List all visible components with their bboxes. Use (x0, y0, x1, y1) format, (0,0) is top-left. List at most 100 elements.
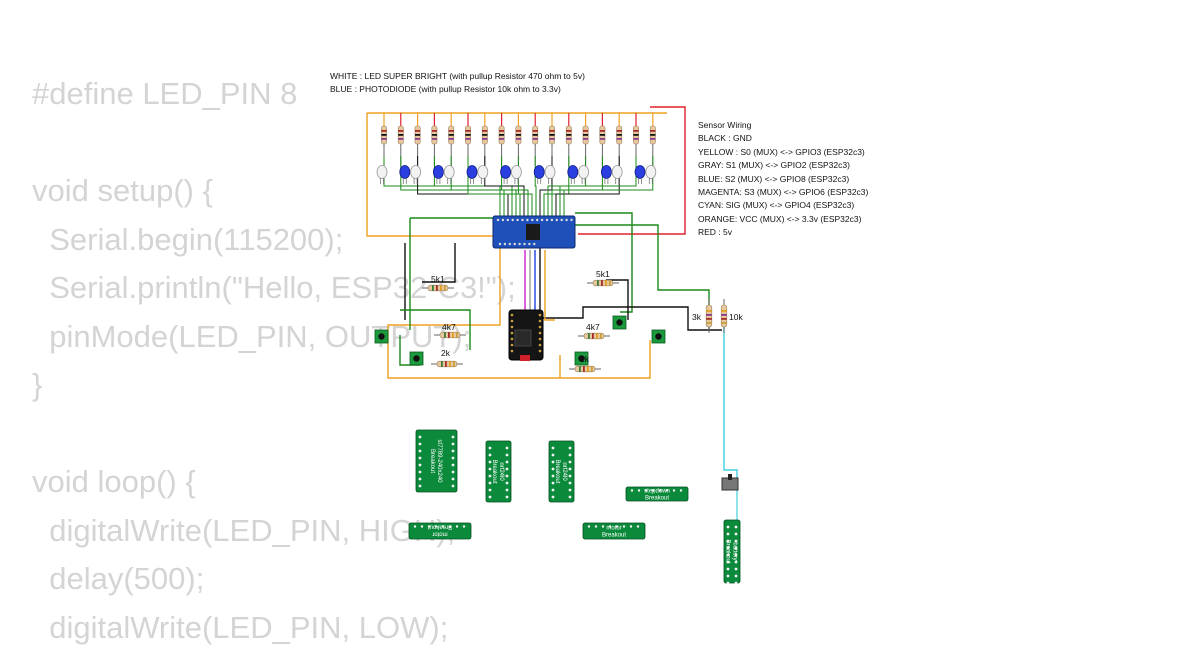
mux-chip (526, 224, 540, 240)
resistor-band (706, 318, 712, 320)
breakout-pin (680, 489, 682, 491)
esp32c3-chip (515, 330, 531, 346)
breakout-label: nrf24l0Breakout (554, 459, 567, 483)
breakout-pin (489, 454, 492, 457)
breakout-pin (419, 471, 422, 474)
breakout-pin (727, 568, 730, 571)
resistor-band (706, 310, 712, 312)
resistor-band (605, 280, 607, 286)
resistor-band (650, 130, 655, 132)
breakout-label-line: stepdown (644, 489, 670, 495)
breakout-pin (552, 496, 555, 499)
resistor-band (465, 138, 470, 140)
resistor-band (415, 138, 420, 140)
resistor-band (601, 280, 603, 286)
wire (575, 213, 632, 312)
breakout-nrf24_a: nrf24l0Breakout (486, 441, 511, 502)
resistor-band (381, 138, 386, 140)
resistor-band (591, 366, 593, 372)
resistor-band (566, 138, 571, 140)
breakout-pin (552, 475, 555, 478)
breakout-pin (602, 525, 604, 527)
resistor-band (482, 134, 487, 136)
resistor-band (579, 366, 581, 372)
resistor-label: 3k (692, 312, 702, 322)
breakout-label-line: Breakout (554, 459, 560, 483)
pushbutton-cap (413, 355, 419, 361)
breakout-pin (452, 464, 455, 467)
mux-pin (556, 219, 558, 221)
mux-pin (521, 219, 523, 221)
sensor-array (377, 113, 656, 218)
resistor-band (533, 130, 538, 132)
resistor-band (499, 134, 504, 136)
resistor-band (650, 134, 655, 136)
resistor-band (549, 130, 554, 132)
breakout-battery: batteryBreakout (724, 520, 740, 584)
wire (724, 325, 737, 486)
esp32-pin (511, 332, 514, 335)
wire (548, 156, 586, 218)
breakout-pin (419, 443, 422, 446)
breakout-pin (489, 475, 492, 478)
resistor-band (566, 134, 571, 136)
mux-pin (504, 243, 506, 245)
mux-pin (533, 243, 535, 245)
resistor-band (516, 138, 521, 140)
wire (535, 156, 536, 218)
resistor-band (398, 130, 403, 132)
wiring-line: GRAY: S1 (MUX) <-> GPIO2 (ESP32c3) (698, 159, 868, 172)
mux-pin (536, 219, 538, 221)
led-white (411, 166, 421, 179)
breakout-pin (414, 525, 416, 527)
breakout-pin (419, 478, 422, 481)
resistor-band (448, 332, 450, 338)
resistor-label: 4k7 (586, 322, 600, 332)
esp32-pin (511, 320, 514, 323)
resistor-label: 5k1 (596, 269, 610, 279)
resistor-band (432, 285, 434, 291)
photodiode (433, 166, 443, 179)
resistor-band (449, 361, 451, 367)
breakout-pin (456, 525, 458, 527)
resistor-band (721, 314, 727, 316)
led-white (612, 166, 622, 179)
photodiode (467, 166, 477, 179)
resistor-band (398, 134, 403, 136)
breakout-pin (630, 525, 632, 527)
breakout-pin (463, 525, 465, 527)
slide-switch-knob (728, 474, 732, 480)
resistor-band (398, 138, 403, 140)
breakout-pin (569, 489, 572, 492)
resistor-band (600, 333, 602, 339)
resistor-band (499, 138, 504, 140)
breakout-label-line: nrf24l0 (561, 462, 567, 481)
resistor-band (583, 130, 588, 132)
wiring-line: YELLOW : S0 (MUX) <-> GPIO3 (ESP32c3) (698, 146, 868, 159)
breakout-pin (506, 447, 509, 450)
mux-pin (531, 219, 533, 221)
resistor-band (441, 361, 443, 367)
mux-pin (523, 243, 525, 245)
wiring-line: BLACK : GND (698, 132, 868, 145)
resistor-band (440, 285, 442, 291)
wiring-line: MAGENTA: S3 (MUX) <-> GPIO6 (ESP32c3) (698, 186, 868, 199)
mux-pin (509, 243, 511, 245)
pushbutton-cap (655, 333, 661, 339)
sensor-wiring-title: Sensor Wiring (698, 119, 868, 132)
breakout-pin (489, 461, 492, 464)
breakout-pin (569, 482, 572, 485)
breakout-pin (569, 461, 572, 464)
resistor-band (444, 332, 446, 338)
mux-pin (518, 243, 520, 245)
pushbutton-cap (616, 319, 622, 325)
photodiode (635, 166, 645, 179)
mux-pin (541, 219, 543, 221)
breakout-pin (452, 436, 455, 439)
resistor-band (583, 138, 588, 140)
pushbutton-cap (378, 333, 384, 339)
photodiode (601, 166, 611, 179)
